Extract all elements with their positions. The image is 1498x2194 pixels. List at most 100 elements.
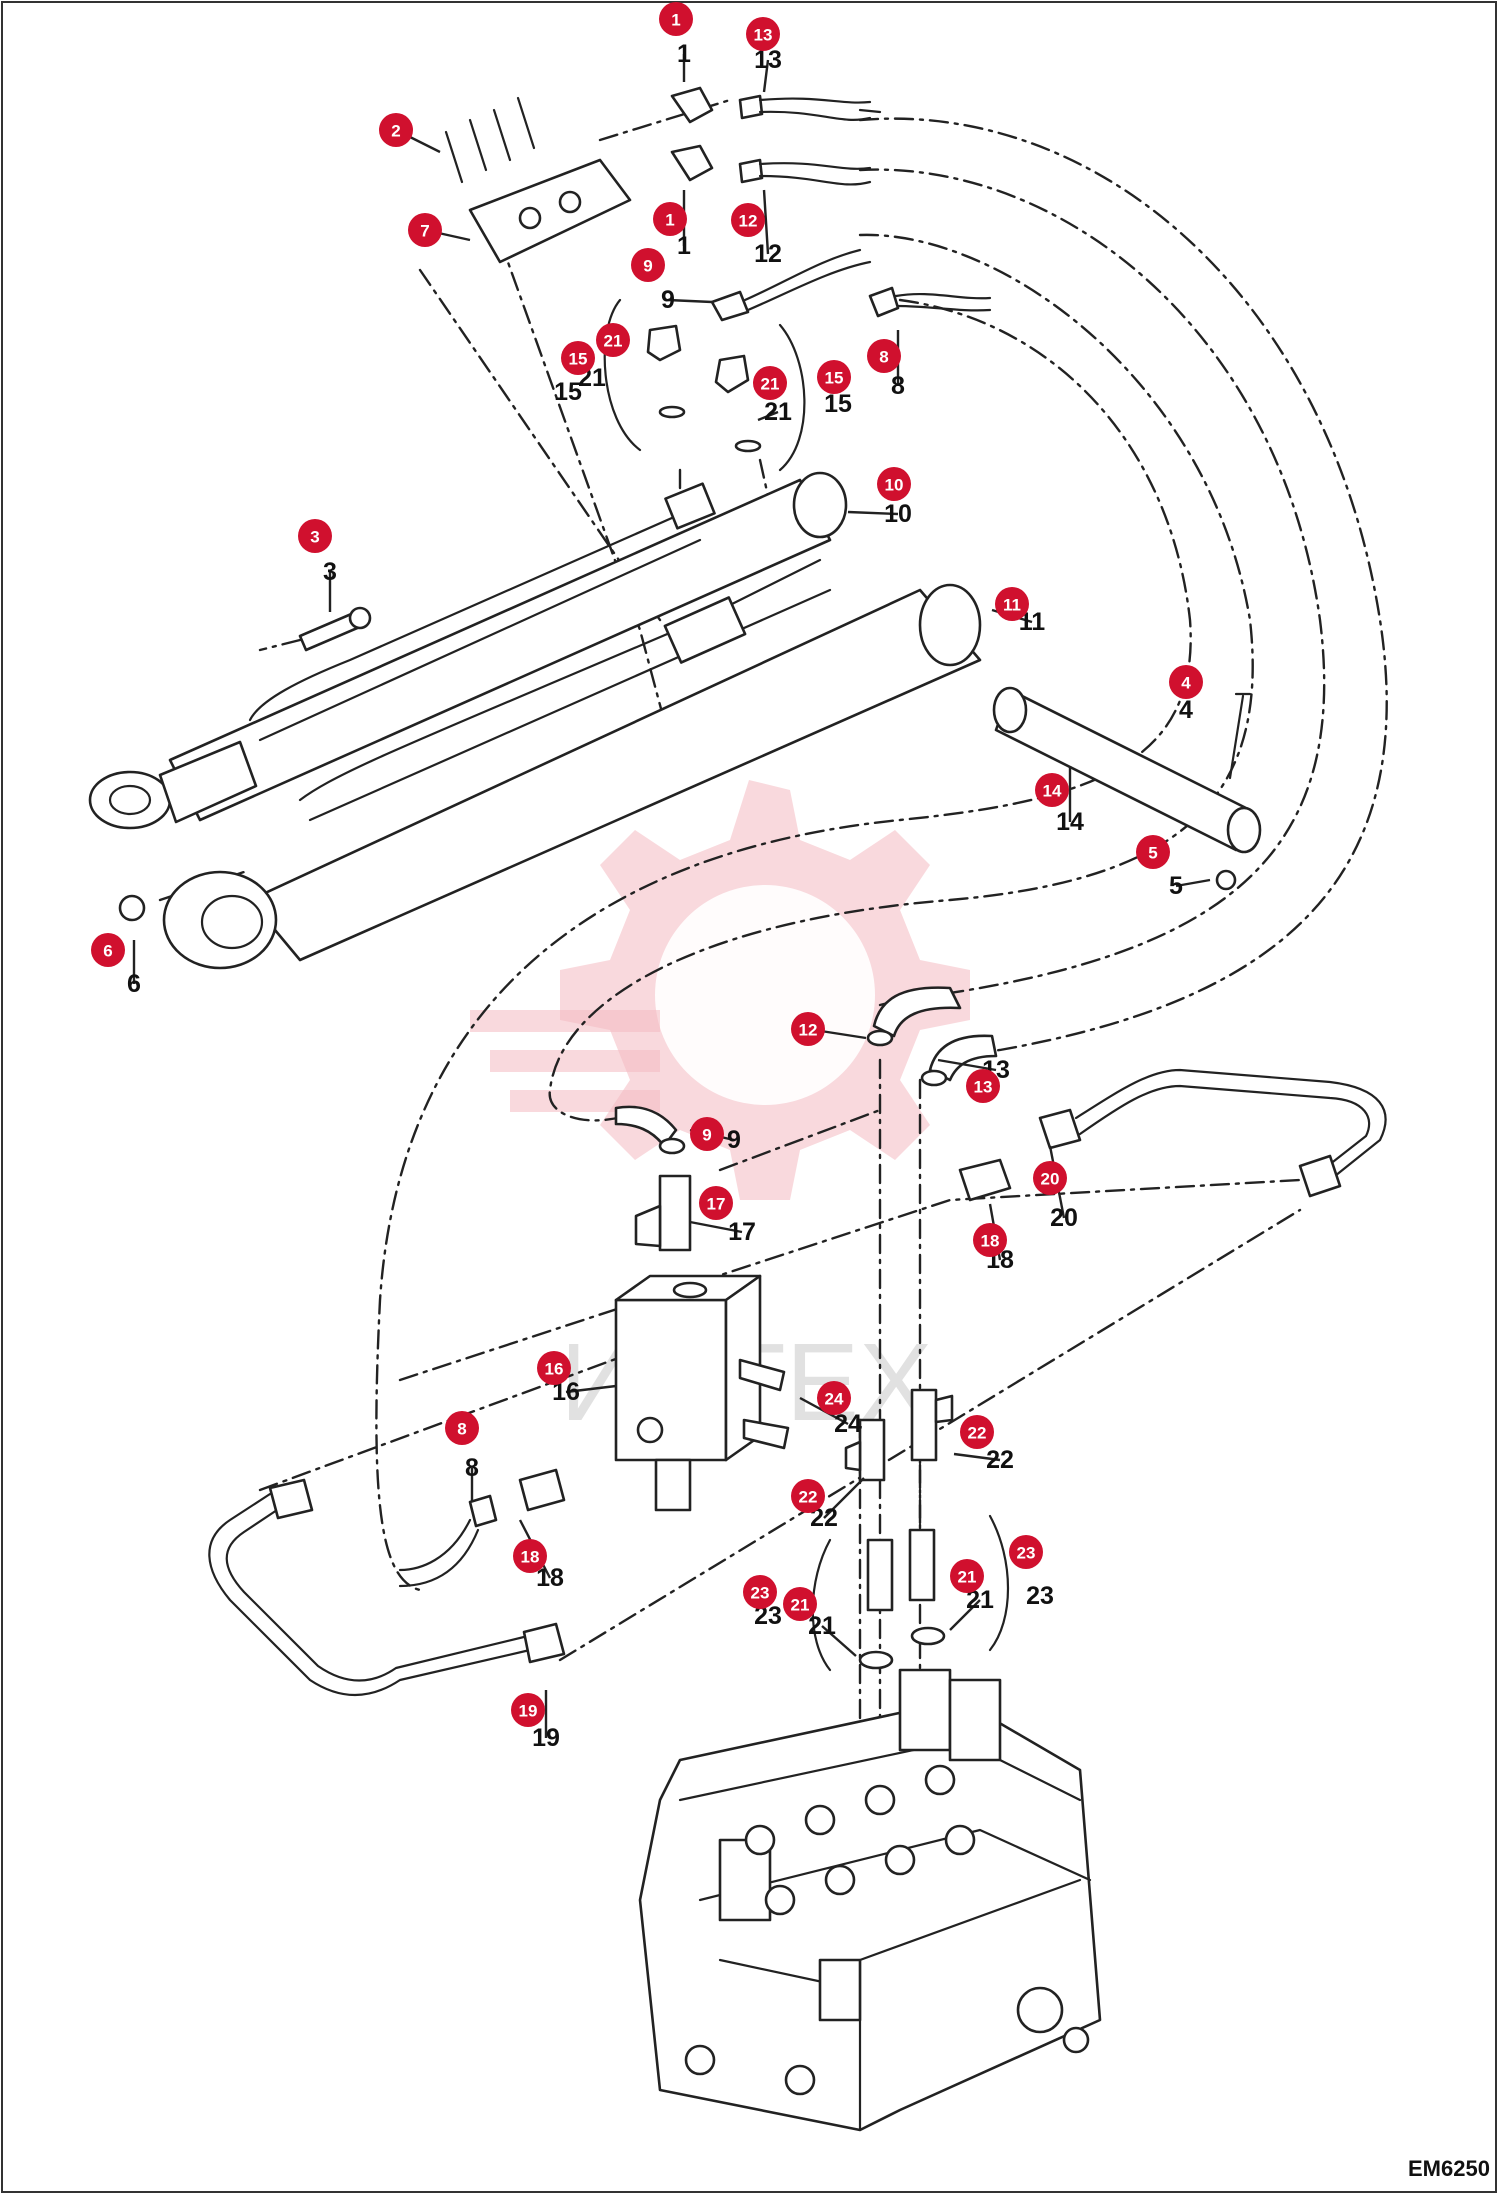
callout-bubble-label: 23 bbox=[751, 1584, 770, 1603]
callout-bubble bbox=[1033, 1161, 1067, 1195]
callout-bubble bbox=[298, 519, 332, 553]
callout-2: 2 bbox=[379, 113, 441, 154]
callout-bubble-label: 18 bbox=[981, 1232, 1000, 1251]
callout-bubble bbox=[91, 933, 125, 967]
part-number-label: 10 bbox=[884, 500, 912, 528]
leader-line bbox=[667, 298, 713, 304]
part-number-label: 15 bbox=[824, 390, 852, 418]
callout-bubble-label: 11 bbox=[1003, 596, 1021, 615]
callout-bubble bbox=[659, 2, 693, 36]
callout-bubble-label: 2 bbox=[391, 122, 400, 141]
part-number-label: 4 bbox=[1179, 696, 1193, 724]
leader-line bbox=[689, 1220, 743, 1234]
part-number-label: 20 bbox=[1050, 1204, 1078, 1232]
callout-bubble bbox=[817, 1381, 851, 1415]
part-number-label: 22 bbox=[986, 1446, 1014, 1474]
part-number-label: 8 bbox=[891, 372, 905, 400]
leader-line bbox=[953, 1452, 1001, 1462]
callout-bubble bbox=[743, 1575, 777, 1609]
pivot-pin-right bbox=[992, 686, 1262, 891]
callout-bubble bbox=[561, 341, 595, 375]
callout-bubble bbox=[1169, 665, 1203, 699]
valve-assembly bbox=[614, 1174, 790, 1512]
hydraulic-cylinder-upper bbox=[88, 471, 848, 830]
manifold-block-and-bolts bbox=[444, 96, 632, 264]
part-number-label: 6 bbox=[127, 970, 141, 998]
part-number-label: 19 bbox=[532, 1724, 560, 1752]
callout-bubble bbox=[511, 1693, 545, 1727]
callout-bubble-label: 20 bbox=[1041, 1170, 1060, 1189]
part-number-label: 1 bbox=[677, 232, 691, 260]
part-number-label: 8 bbox=[465, 1454, 479, 1482]
part-number-label: 14 bbox=[1056, 808, 1084, 836]
leader-line bbox=[757, 410, 779, 422]
callout-bubble-label: 5 bbox=[1148, 844, 1157, 863]
part-number-label: 21 bbox=[764, 398, 792, 426]
callout-bubble-label: 4 bbox=[1181, 674, 1191, 693]
callout-bubble-label: 12 bbox=[799, 1021, 818, 1040]
callout-bubble bbox=[445, 1411, 479, 1445]
callout-bubble bbox=[966, 1069, 1000, 1103]
small-fittings-top bbox=[603, 248, 992, 472]
leader-line bbox=[565, 1384, 617, 1394]
callout-bubble-label: 13 bbox=[974, 1078, 993, 1097]
callout-bubble bbox=[783, 1587, 817, 1621]
callout-bubble bbox=[379, 113, 413, 147]
callout-9: 99 bbox=[631, 248, 713, 314]
callout-4: 44 bbox=[1169, 665, 1203, 724]
callout-bubble bbox=[791, 1479, 825, 1513]
hose-fittings-lower bbox=[614, 986, 998, 1155]
watermark-logo bbox=[470, 780, 970, 1200]
callout-bubble-label: 16 bbox=[545, 1360, 564, 1379]
callout-bubble bbox=[791, 1012, 825, 1046]
callout-bubble-label: 21 bbox=[791, 1596, 810, 1615]
callout-bubble bbox=[513, 1539, 547, 1573]
callout-12: 12 bbox=[791, 1012, 867, 1046]
callout-bubble bbox=[1136, 835, 1170, 869]
callout-bubble-label: 8 bbox=[457, 1420, 466, 1439]
pin-and-nut-left bbox=[118, 606, 372, 922]
steel-tube-left bbox=[208, 1478, 566, 1696]
callout-6: 66 bbox=[91, 933, 141, 998]
hydraulic-cylinder-lower bbox=[162, 558, 982, 970]
callout-bubble-label: 8 bbox=[879, 348, 888, 367]
callout-bubble bbox=[753, 366, 787, 400]
callout-bubble bbox=[746, 17, 780, 51]
callout-bubble bbox=[653, 202, 687, 236]
callout-bubble bbox=[817, 360, 851, 394]
callout-3: 33 bbox=[298, 519, 337, 612]
callout-bubble-label: 7 bbox=[420, 222, 429, 241]
leader-line bbox=[1175, 878, 1211, 888]
callout-bubble-label: 21 bbox=[958, 1568, 977, 1587]
leader-line bbox=[762, 59, 770, 93]
part-number-label: 5 bbox=[1169, 872, 1183, 900]
callout-7: 7 bbox=[408, 213, 471, 247]
leader-line bbox=[847, 510, 899, 516]
part-number-label: 9 bbox=[727, 1126, 741, 1154]
part-number-label: 12 bbox=[754, 240, 782, 268]
part-number-label: 13 bbox=[754, 46, 782, 74]
callout-bubble-label: 9 bbox=[643, 257, 652, 276]
part-number-label: 23 bbox=[1026, 1582, 1054, 1610]
callout-8: 88 bbox=[867, 330, 905, 400]
part-number-label: 3 bbox=[323, 558, 337, 586]
part-number-label: 17 bbox=[728, 1218, 756, 1246]
callout-8: 88 bbox=[445, 1411, 479, 1502]
callout-bubble-label: 21 bbox=[761, 375, 780, 394]
callout-bubble bbox=[973, 1223, 1007, 1257]
callout-5: 55 bbox=[1136, 835, 1211, 900]
callout-bubble-label: 18 bbox=[521, 1548, 540, 1567]
callout-bubble-label: 6 bbox=[103, 942, 112, 961]
control-valve-bank bbox=[638, 1668, 1102, 2132]
